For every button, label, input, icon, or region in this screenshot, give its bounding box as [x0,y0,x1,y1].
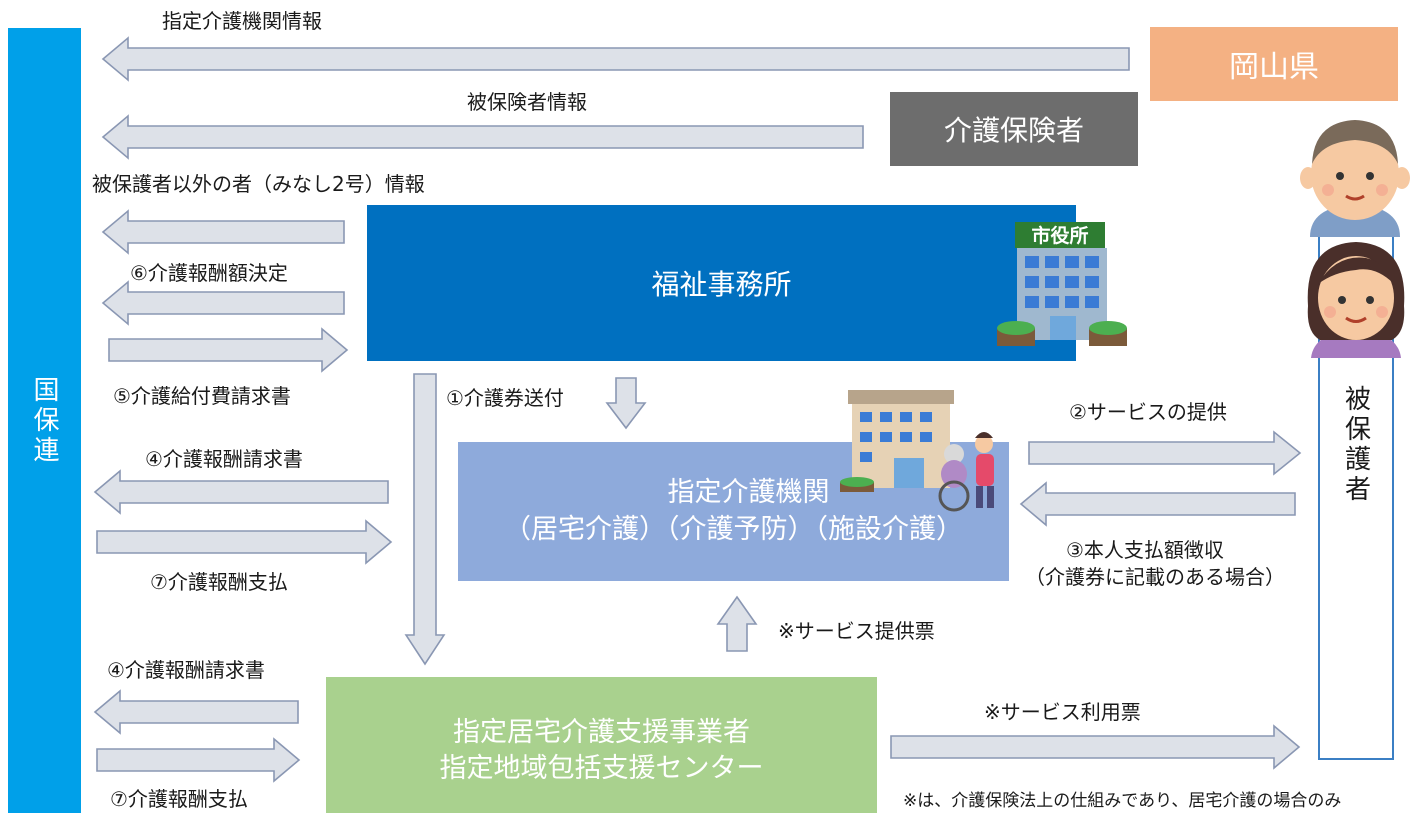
care-institution-types: （居宅介護）（介護予防）（施設介護） [504,513,963,545]
care-support-provider-title: 指定居宅介護支援事業者 [453,717,750,748]
arrow-designated-info [101,36,1130,82]
label-non-insured-info: 被保護者以外の者（みなし2号）情報 [92,172,425,196]
recipient-label: 被保護者 [1340,385,1371,505]
kokuhoren-bar: 国保連 [8,28,81,813]
arrow-non-insured-info [101,209,345,255]
arrow-pay-7b [96,737,301,783]
woman-illustration [1307,242,1405,358]
care-institution-title: 指定介護機関 [667,477,830,509]
arrow-claim-4a [93,469,389,515]
arrow-decision-6 [101,280,345,326]
welfare-office-box: 福祉事務所 [367,205,1076,361]
arrow-ticket-1 [605,377,647,430]
label-insured-info: 被保険者情報 [467,90,587,114]
label-pay-7a: ⑦介護報酬支払 [150,570,288,594]
arrow-use-ticket [890,724,1301,770]
label-claim-5: ⑤介護給付費請求書 [113,384,291,408]
care-insurer-label: 介護保険者 [943,114,1084,147]
label-collect-3: ③本人支払額徴収 [1066,538,1224,562]
arrow-service-ticket [716,595,758,652]
label-decision-6: ⑥介護報酬額決定 [130,261,288,285]
city-hall-sign: 市役所 [1031,224,1088,247]
arrow-collect-3 [1019,481,1296,527]
footnote: ※は、介護保険法上の仕組みであり、居宅介護の場合のみ [903,791,1342,811]
arrow-pay-7a [96,519,393,565]
kokuhoren-label: 国保連 [29,375,59,466]
label-designated-info: 指定介護機関情報 [162,9,322,33]
label-claim-4b: ④介護報酬請求書 [107,658,265,682]
care-facility-illustration [840,390,994,512]
label-service-2: ②サービスの提供 [1069,400,1227,424]
arrow-insured-info [101,114,864,160]
label-service-ticket: ※サービス提供票 [778,619,935,643]
city-hall-illustration: 市役所 [997,222,1127,346]
arrow-welfare-to-support [404,373,446,666]
care-support-provider-box: 指定居宅介護支援事業者 指定地域包括支援センター [326,677,877,813]
arrow-claim-5 [108,327,349,373]
okayama-label: 岡山県 [1229,50,1319,85]
arrow-claim-4b [93,689,299,735]
arrow-service-2 [1028,430,1302,476]
okayama-prefecture-box: 岡山県 [1150,27,1398,101]
label-collect-3-note: （介護券に記載のある場合） [1025,565,1285,589]
care-support-center-title: 指定地域包括支援センター [439,753,764,785]
care-institution-box: 指定介護機関 （居宅介護）（介護予防）（施設介護） [458,442,1009,581]
label-claim-4a: ④介護報酬請求書 [145,447,303,471]
label-ticket-1: ①介護券送付 [446,386,564,410]
recipient-label-wrap: 被保護者 [1318,385,1394,525]
label-use-ticket: ※サービス利用票 [984,700,1141,724]
care-insurer-box: 介護保険者 [890,92,1138,166]
elderly-man-illustration [1300,120,1410,237]
label-pay-7b: ⑦介護報酬支払 [110,787,248,811]
welfare-office-label: 福祉事務所 [651,268,792,301]
